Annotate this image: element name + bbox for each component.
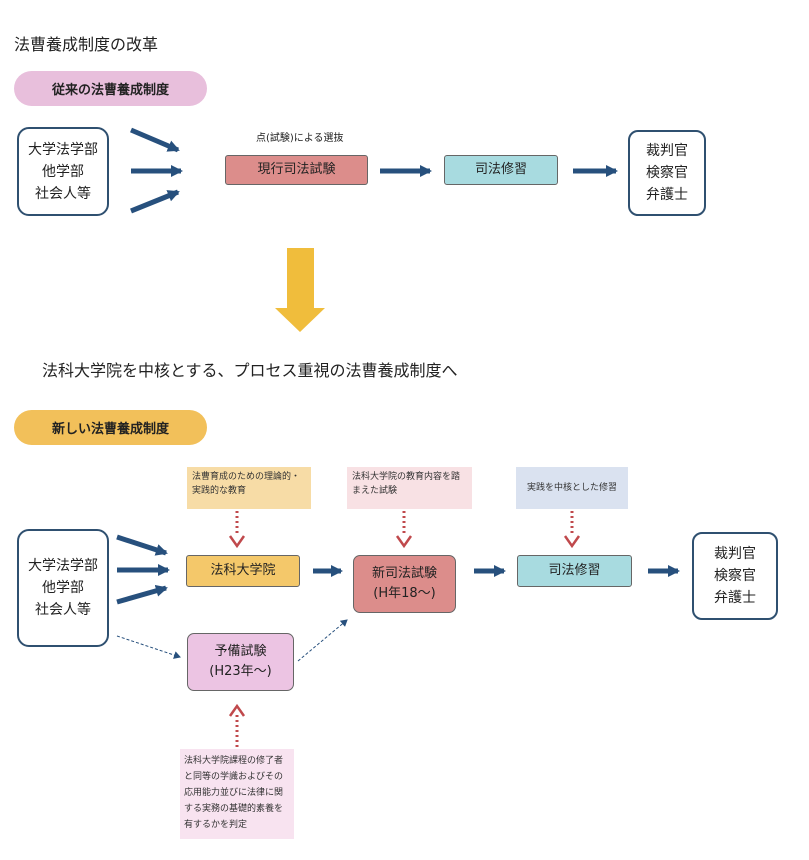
- prelim-exam-box: 予備試験 (H23年〜): [187, 633, 294, 691]
- new-fan-arrow-bottom: [116, 584, 168, 605]
- prelim-exam-year: (H23年〜): [209, 664, 272, 679]
- old-source-other: 他学部: [42, 163, 84, 180]
- new-exam-year: (H年18〜): [373, 586, 436, 601]
- old-source-working: 社会人等: [35, 185, 91, 202]
- old-fan-arrow-bottom: [130, 189, 180, 214]
- old-profession-prosecutor: 検察官: [646, 165, 688, 181]
- note-training-text: 実践を中核とした修習: [526, 483, 617, 493]
- new-fan-arrow-top: [116, 534, 168, 556]
- transition-arrow: [275, 248, 325, 332]
- note-training: 実践を中核とした修習: [516, 467, 628, 509]
- old-training-box: 司法修習: [444, 155, 558, 185]
- new-training-label: 司法修習: [548, 563, 601, 578]
- new-profession-lawyer: 弁護士: [714, 590, 756, 606]
- old-exam-label: 現行司法試験: [257, 162, 336, 177]
- note-law-school: 法曹育成のための理論的・実践的な教育: [187, 467, 311, 509]
- old-training-label: 司法修習: [474, 162, 527, 177]
- new-professions-box: 裁判官 検察官 弁護士: [692, 532, 778, 620]
- old-profession-lawyer: 弁護士: [646, 187, 688, 203]
- old-system-label: 従来の法曹養成制度: [14, 71, 207, 106]
- prelim-to-exam-dashed-arrow: [297, 619, 348, 662]
- new-exam-box: 新司法試験 (H年18〜): [353, 555, 456, 613]
- reform-headline: 法科大学院を中核とする、プロセス重視の法曹養成制度へ: [42, 361, 458, 380]
- note-prelim: 法科大学院課程の修了者と同等の学識およびその応用能力並びに法律に関する実務の基礎…: [180, 749, 294, 839]
- note-training-dotted-arrow: [563, 511, 581, 549]
- new-source-law: 大学法学部: [28, 558, 98, 574]
- old-professions-box: 裁判官 検察官 弁護士: [628, 130, 706, 216]
- new-source-other: 他学部: [42, 580, 84, 596]
- new-source-working: 社会人等: [35, 602, 91, 618]
- law-school-label: 法科大学院: [210, 563, 276, 578]
- old-source-box: 大学法学部 他学部 社会人等: [17, 127, 109, 216]
- new-training-box: 司法修習: [517, 555, 632, 587]
- old-exam-box: 現行司法試験: [225, 155, 368, 185]
- note-new-exam: 法科大学院の教育内容を踏まえた試験: [347, 467, 472, 509]
- prelim-exam-label: 予備試験: [214, 644, 267, 659]
- main-title: 法曹養成制度の改革: [14, 35, 159, 54]
- note-prelim-dotted-arrow: [228, 703, 246, 747]
- old-source-law: 大学法学部: [28, 141, 98, 158]
- new-exam-label: 新司法試験: [371, 566, 437, 581]
- note-law-school-dotted-arrow: [228, 511, 246, 549]
- new-source-box: 大学法学部 他学部 社会人等: [17, 529, 109, 647]
- old-fan-arrow-top: [130, 127, 180, 153]
- new-system-label: 新しい法曹養成制度: [14, 410, 207, 445]
- new-profession-prosecutor: 検察官: [714, 568, 756, 584]
- source-to-prelim-dashed-arrow: [116, 635, 181, 659]
- old-profession-judge: 裁判官: [646, 143, 688, 159]
- note-exam-dotted-arrow: [395, 511, 413, 549]
- law-school-box: 法科大学院: [186, 555, 300, 587]
- old-selection-note: 点(試験)による選抜: [256, 133, 344, 144]
- new-profession-judge: 裁判官: [714, 546, 756, 562]
